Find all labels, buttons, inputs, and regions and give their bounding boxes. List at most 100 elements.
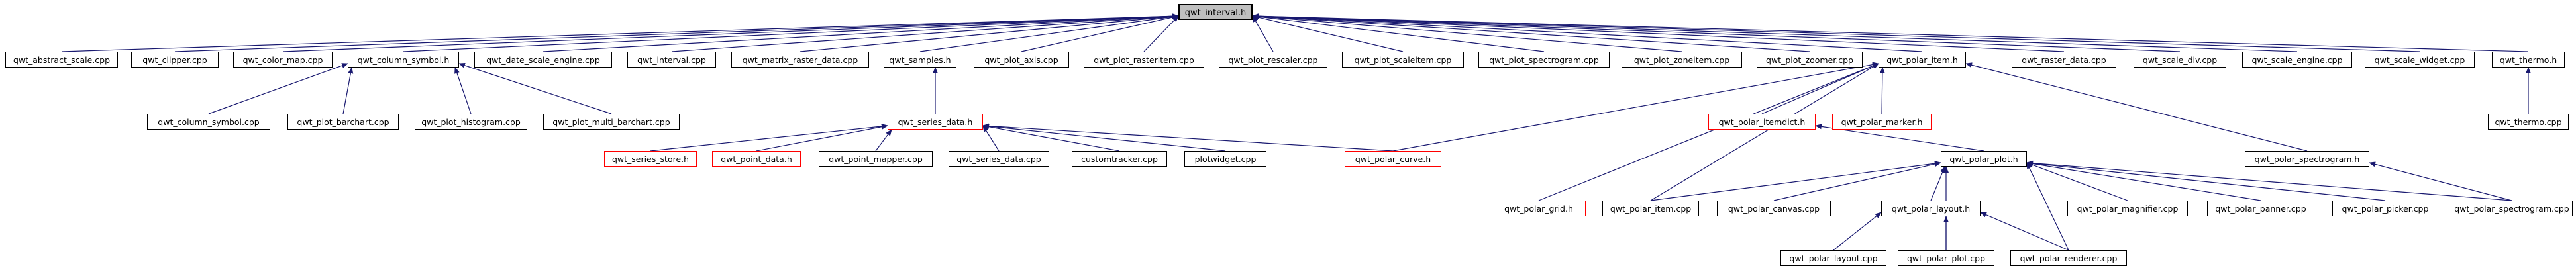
graph-node-interval-h: qwt_interval.h: [1178, 4, 1253, 20]
graph-edge-plot_barchart_cpp-to-column_symbol_h: [342, 67, 354, 114]
graph-edge-plot_histogram_cpp-to-column_symbol_h: [454, 67, 472, 114]
graph-edge-series_data_cpp-to-series_data_h: [982, 125, 1000, 152]
graph-node-abstract-scale-cpp[interactable]: qwt_abstract_scale.cpp: [5, 52, 118, 68]
graph-edge-thermo_h-to-interval_h: [1252, 13, 2529, 52]
graph-node-polar-renderer-cpp[interactable]: qwt_polar_renderer.cpp: [2010, 250, 2127, 266]
graph-node-polar-plot-h[interactable]: qwt_polar_plot.h: [1941, 151, 2027, 167]
graph-edge-polar_item_h-to-interval_h: [1252, 13, 1923, 52]
graph-node-column-symbol-cpp[interactable]: qwt_column_symbol.cpp: [147, 114, 270, 130]
graph-edge-matrix_raster_data_cpp-to-interval_h: [799, 13, 1179, 52]
graph-node-polar-spectrogram-h[interactable]: qwt_polar_spectrogram.h: [2245, 151, 2369, 167]
graph-edge-polar_layout_h-to-polar_plot_h: [1930, 166, 1945, 201]
graph-node-series-data-cpp[interactable]: qwt_series_data.cpp: [949, 151, 1049, 167]
graph-edge-scale_engine_cpp-to-interval_h: [1252, 13, 2298, 52]
graph-edge-polar_itemdict_h-to-polar_item_h: [1761, 63, 1879, 114]
graph-node-color-map-cpp[interactable]: qwt_color_map.cpp: [233, 52, 333, 68]
graph-node-raster-data-cpp[interactable]: qwt_raster_data.cpp: [2012, 52, 2116, 68]
graph-node-matrix-raster-data-cpp[interactable]: qwt_matrix_raster_data.cpp: [731, 52, 869, 68]
graph-edge-column_symbol_cpp-to-column_symbol_h: [208, 63, 348, 114]
graph-node-plot-spectrogram-cpp[interactable]: qwt_plot_spectrogram.cpp: [1478, 52, 1610, 68]
graph-edge-samples_h-to-interval_h: [919, 14, 1179, 52]
graph-edge-polar_picker_cpp-to-polar_plot_h: [2026, 160, 2386, 201]
graph-edge-point_mapper_cpp-to-series_data_h: [875, 129, 892, 152]
graph-node-plot-barchart-cpp[interactable]: qwt_plot_barchart.cpp: [287, 114, 399, 130]
graph-edge-clipper_cpp-to-interval_h: [174, 13, 1179, 52]
graph-node-clipper-cpp[interactable]: qwt_clipper.cpp: [131, 52, 219, 68]
graph-node-scale-engine-cpp[interactable]: qwt_scale_engine.cpp: [2242, 52, 2352, 68]
graph-node-plot-zoneitem-cpp[interactable]: qwt_plot_zoneitem.cpp: [1622, 52, 1742, 68]
graph-node-polar-panner-cpp[interactable]: qwt_polar_panner.cpp: [2207, 201, 2314, 216]
graph-node-scale-div-cpp[interactable]: qwt_scale_div.cpp: [2134, 52, 2226, 68]
graph-node-polar-magnifier-cpp[interactable]: qwt_polar_magnifier.cpp: [2067, 201, 2188, 216]
graph-node-polar-item-h[interactable]: qwt_polar_item.h: [1879, 52, 1966, 68]
graph-node-polar-layout-h[interactable]: qwt_polar_layout.h: [1881, 201, 1981, 216]
graph-node-thermo-cpp[interactable]: qwt_thermo.cpp: [2488, 114, 2569, 130]
graph-node-series-store-h[interactable]: qwt_series_store.h: [604, 151, 697, 167]
graph-edge-polar_renderer_cpp-to-polar_layout_h: [1980, 212, 2069, 251]
graph-edge-polar_item_cpp-to-polar_plot_h: [1650, 161, 1941, 201]
graph-node-point-data-h[interactable]: qwt_point_data.h: [712, 151, 801, 167]
graph-node-plot-histogram-cpp[interactable]: qwt_plot_histogram.cpp: [415, 114, 527, 130]
graph-edge-column_symbol_h-to-interval_h: [403, 13, 1179, 52]
graph-node-polar-curve-h[interactable]: qwt_polar_curve.h: [1345, 151, 1441, 167]
graph-edge-polar_spectrogram_h-to-polar_item_h: [1965, 62, 2308, 152]
graph-node-column-symbol-h[interactable]: qwt_column_symbol.h: [348, 52, 459, 68]
graph-node-polar-spectrogram-cpp[interactable]: qwt_polar_spectrogram.cpp: [2451, 201, 2573, 216]
graph-node-polar-layout-cpp[interactable]: qwt_polar_layout.cpp: [1780, 250, 1886, 266]
graph-node-polar-canvas-cpp[interactable]: qwt_polar_canvas.cpp: [1717, 201, 1831, 216]
graph-edge-point_data_h-to-series_data_h: [756, 124, 888, 152]
graph-edge-plot_zoneitem_cpp-to-interval_h: [1252, 13, 1682, 52]
graph-edge-plot_scaleitem_cpp-to-interval_h: [1252, 15, 1404, 52]
graph-edge-plot_rasteritem_cpp-to-interval_h: [1143, 15, 1179, 52]
graph-node-polar-grid-h[interactable]: qwt_polar_grid.h: [1492, 201, 1586, 216]
graph-edge-polar_magnifier_cpp-to-polar_plot_h: [2026, 162, 2128, 201]
graph-edge-polar_plot_h-to-polar_itemdict_h: [1815, 124, 1984, 152]
graph-edge-scale_widget_cpp-to-interval_h: [1252, 13, 2420, 52]
graph-node-thermo-h[interactable]: qwt_thermo.h: [2492, 52, 2565, 68]
graph-node-date-scale-engine-cpp[interactable]: qwt_date_scale_engine.cpp: [474, 52, 612, 68]
graph-edge-interval_cpp-to-interval_h: [671, 13, 1179, 52]
graph-node-samples-h[interactable]: qwt_samples.h: [884, 52, 956, 68]
graph-node-plot-rasteritem-cpp[interactable]: qwt_plot_rasteritem.cpp: [1084, 52, 1204, 68]
graph-edge-date_scale_engine_cpp-to-interval_h: [542, 13, 1179, 52]
graph-edge-polar_layout_cpp-to-polar_layout_h: [1833, 212, 1882, 251]
graph-edge-plot_multi_barchart_cpp-to-column_symbol_h: [458, 63, 612, 114]
graph-edge-polar_spectrogram_cpp-to-polar_spectrogram_h: [2369, 161, 2512, 201]
graph-node-point-mapper-cpp[interactable]: qwt_point_mapper.cpp: [819, 151, 933, 167]
graph-node-polar-item-cpp[interactable]: qwt_polar_item.cpp: [1602, 201, 1699, 216]
graph-edge-polar_curve_h-to-polar_item_h: [1392, 62, 1879, 152]
graph-edge-raster_data_cpp-to-interval_h: [1252, 13, 2065, 52]
graph-edge-customtracker_cpp-to-series_data_h: [982, 124, 1120, 152]
graph-node-scale-widget-cpp[interactable]: qwt_scale_widget.cpp: [2365, 52, 2475, 68]
graph-edge-plotwidget_cpp-to-series_data_h: [982, 123, 1226, 152]
graph-node-plot-axis-cpp[interactable]: qwt_plot_axis.cpp: [974, 52, 1069, 68]
graph-node-interval-cpp[interactable]: qwt_interval.cpp: [627, 52, 716, 68]
graph-edge-plot_spectrogram_cpp-to-interval_h: [1252, 14, 1545, 52]
graph-edge-series_store_h-to-series_data_h: [650, 123, 888, 152]
graph-edge-polar_curve_h-to-series_data_h: [982, 123, 1394, 152]
graph-edge-plot_axis_cpp-to-interval_h: [1021, 15, 1179, 52]
graph-node-plot-scaleitem-cpp[interactable]: qwt_plot_scaleitem.cpp: [1342, 52, 1464, 68]
graph-node-plot-rescaler-cpp[interactable]: qwt_plot_rescaler.cpp: [1219, 52, 1327, 68]
graph-edge-abstract_scale_cpp-to-interval_h: [61, 13, 1179, 52]
graph-edge-plot_zoomer_cpp-to-interval_h: [1252, 13, 1810, 52]
graph-node-customtracker-cpp[interactable]: customtracker.cpp: [1072, 151, 1167, 167]
graph-node-plotwidget-cpp[interactable]: plotwidget.cpp: [1184, 151, 1266, 167]
graph-edge-color_map_cpp-to-interval_h: [282, 13, 1179, 52]
graph-node-polar-itemdict-h[interactable]: qwt_polar_itemdict.h: [1708, 114, 1816, 130]
graph-node-polar-marker-h[interactable]: qwt_polar_marker.h: [1832, 114, 1932, 130]
graph-edge-polar_renderer_cpp-to-polar_plot_h: [2026, 162, 2069, 251]
graph-edge-polar_grid_h-to-polar_item_h: [1538, 63, 1879, 201]
graph-node-polar-picker-cpp[interactable]: qwt_polar_picker.cpp: [2332, 201, 2438, 216]
graph-edge-scale_div_cpp-to-interval_h: [1252, 13, 2181, 52]
graph-node-polar-plot-cpp[interactable]: qwt_polar_plot.cpp: [1898, 250, 1994, 266]
graph-node-plot-multi-barchart-cpp[interactable]: qwt_plot_multi_barchart.cpp: [543, 114, 680, 130]
graph-node-plot-zoomer-cpp[interactable]: qwt_plot_zoomer.cpp: [1757, 52, 1863, 68]
graph-edge-polar_canvas_cpp-to-polar_plot_h: [1773, 161, 1941, 201]
graph-edge-plot_rescaler_cpp-to-interval_h: [1252, 15, 1274, 52]
graph-node-series-data-h[interactable]: qwt_series_data.h: [888, 114, 983, 130]
graph-edge-polar_item_cpp-to-polar_item_h: [1650, 63, 1879, 201]
graph-edge-polar_panner_cpp-to-polar_plot_h: [2026, 161, 2261, 201]
